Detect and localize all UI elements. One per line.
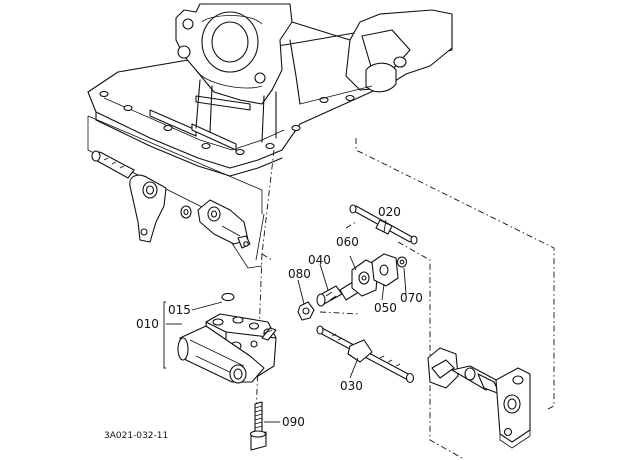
- sleeve-040: [316, 285, 343, 307]
- rod-020: [349, 204, 418, 245]
- valve-stud: [261, 327, 277, 341]
- label-060: 060: [336, 235, 359, 249]
- label-050: 050: [374, 301, 397, 315]
- label-020: 020: [378, 205, 401, 219]
- label-080: 080: [288, 267, 311, 281]
- joint-050: [371, 253, 399, 287]
- label-015: 015: [168, 303, 191, 317]
- drawing-code: 3A021-032-11: [104, 431, 168, 441]
- label-070: 070: [400, 291, 423, 305]
- label-040: 040: [308, 253, 331, 267]
- label-030: 030: [340, 379, 363, 393]
- rod-end-060: [339, 259, 379, 301]
- nut-080: [297, 301, 315, 321]
- o-ring: [221, 292, 235, 302]
- bolt-090: [249, 401, 267, 451]
- label-010: 010: [136, 317, 159, 331]
- label-090: 090: [282, 415, 305, 429]
- spool-rod-030: [316, 325, 415, 384]
- left-shaft-bracket-group: [91, 150, 251, 249]
- transmission-housing: [87, 3, 453, 177]
- leader-lines: [163, 219, 407, 423]
- pin-070: [396, 256, 408, 268]
- right-linkage-bracket: [427, 347, 531, 449]
- control-valve-body: [177, 313, 277, 384]
- part-labels: 010 015 020 030 040 050 060 070 080 090 …: [104, 205, 423, 441]
